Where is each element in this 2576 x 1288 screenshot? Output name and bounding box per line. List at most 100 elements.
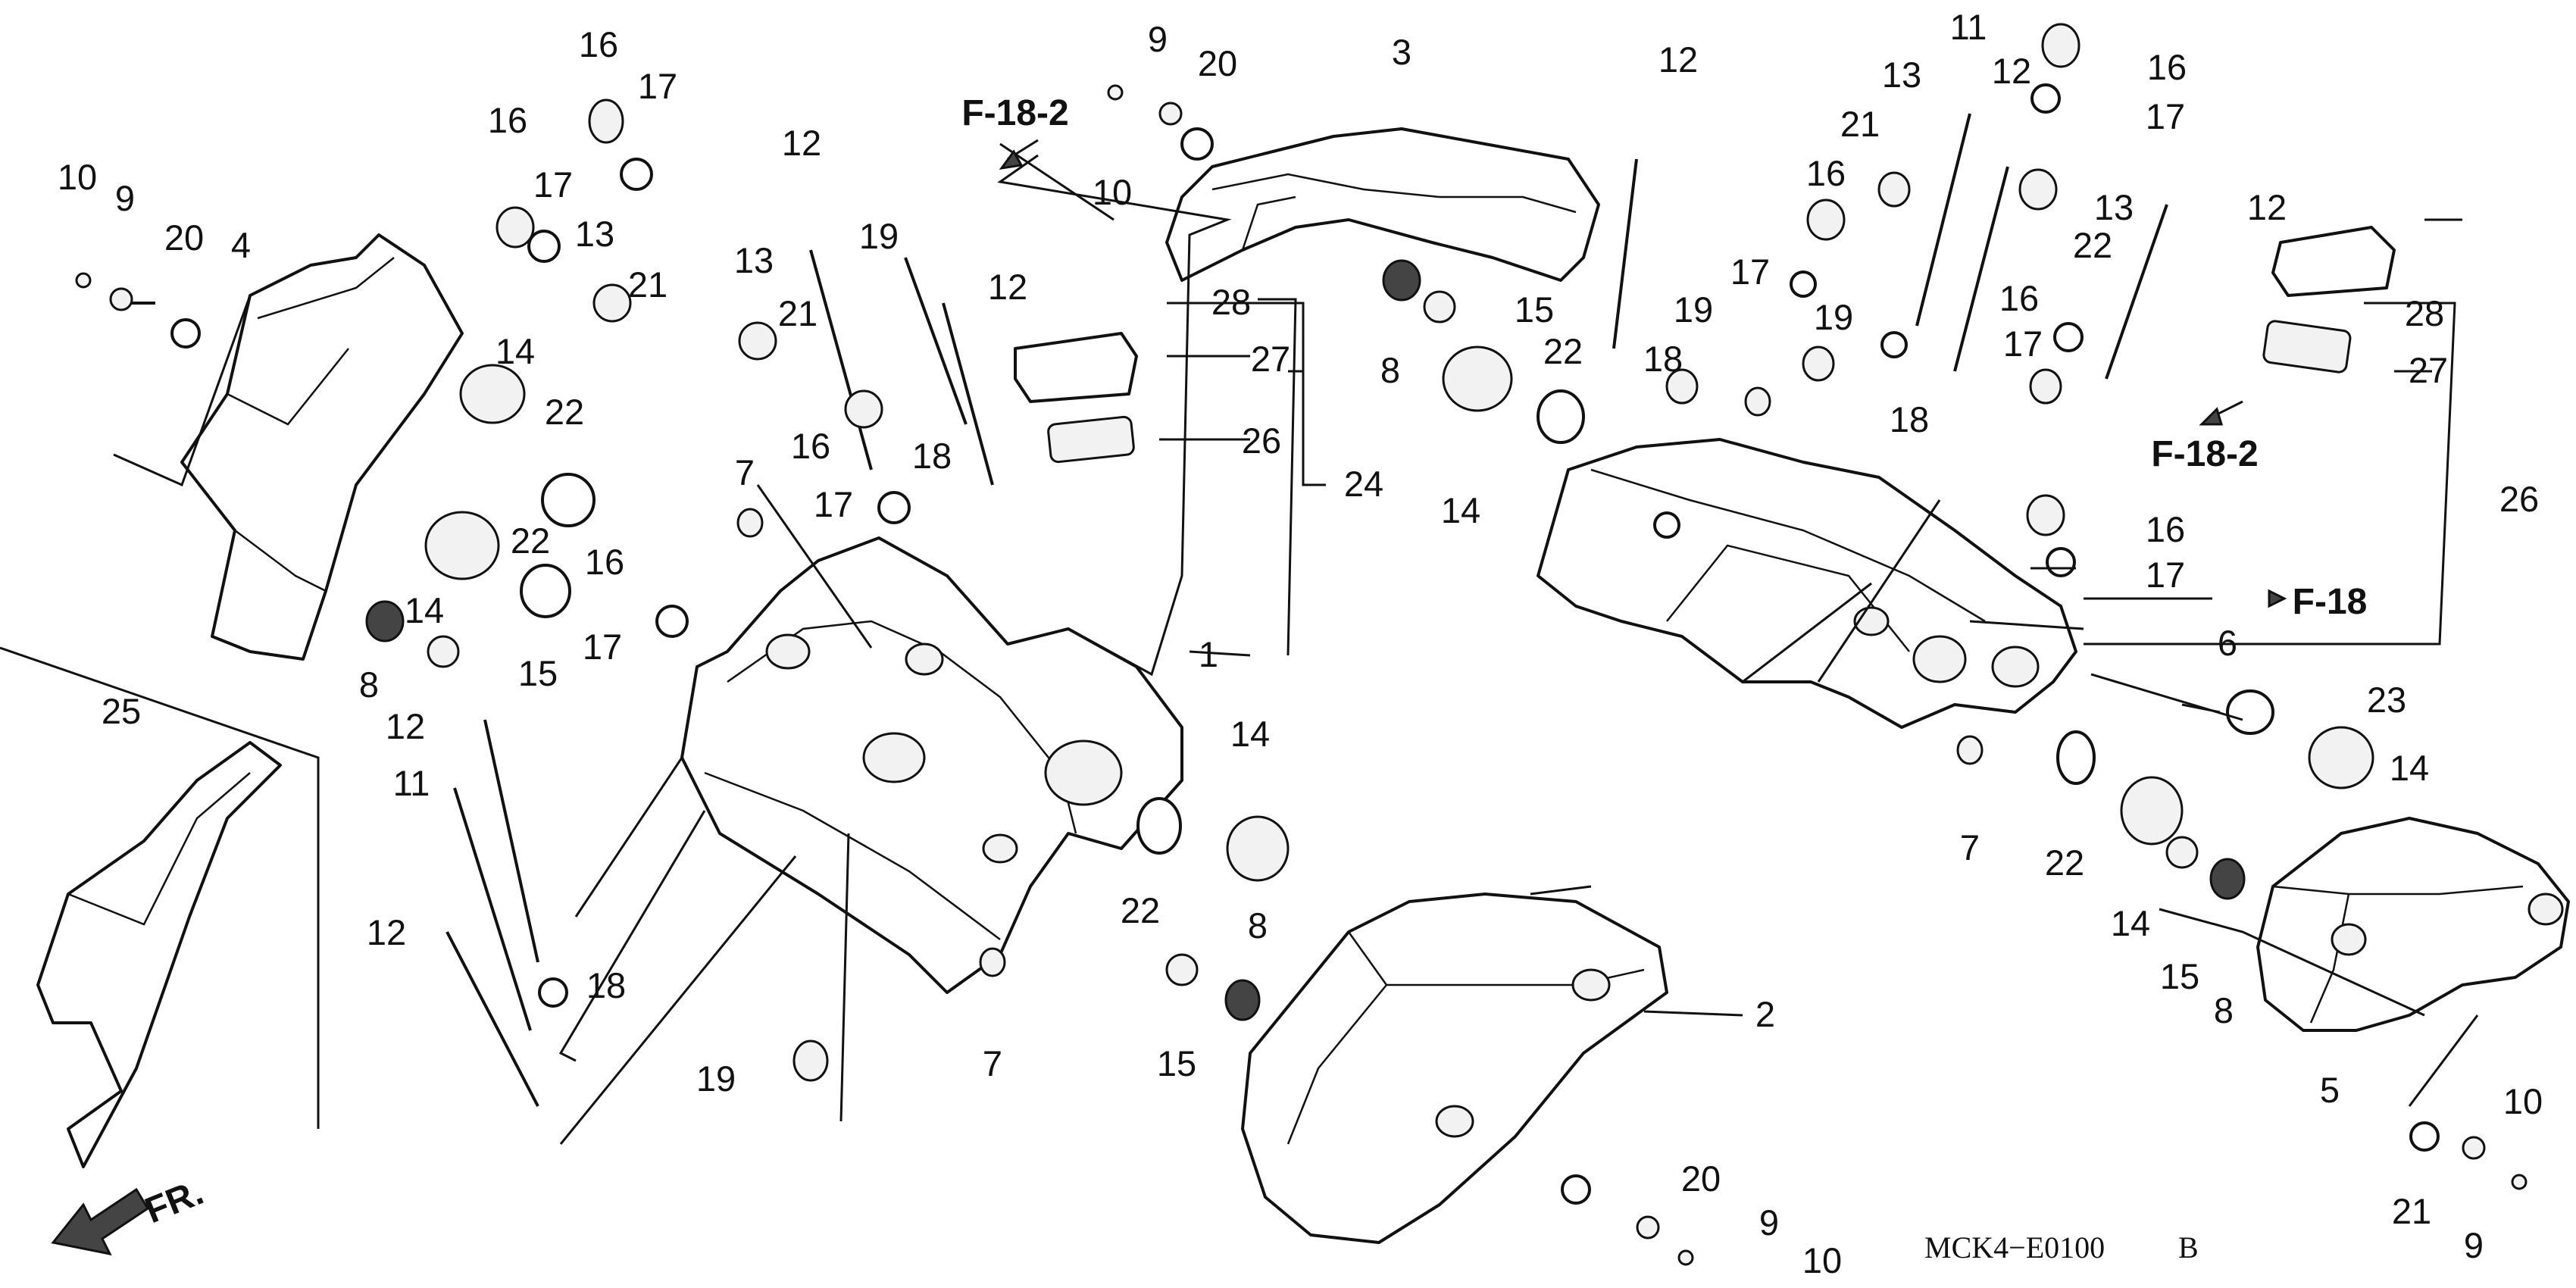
callout-19: 19 xyxy=(859,216,899,256)
callout-12: 12 xyxy=(782,123,821,163)
callout-15: 15 xyxy=(2160,956,2199,996)
callout-10: 10 xyxy=(1093,172,1132,212)
callout-16: 16 xyxy=(1999,278,2039,318)
callout-11: 11 xyxy=(393,763,430,803)
callout-17: 17 xyxy=(1730,252,1770,292)
leader-lines xyxy=(0,142,2479,1145)
callout-27: 27 xyxy=(1251,339,1290,379)
callout-18: 18 xyxy=(1890,399,1929,439)
callout-7: 7 xyxy=(983,1043,1002,1083)
callout-26: 27 xyxy=(2409,350,2448,390)
callout-14: 14 xyxy=(2390,748,2429,788)
callout-11: 11 xyxy=(1950,7,1987,47)
callout-7: 7 xyxy=(735,452,755,492)
part-code-suffix: B xyxy=(2178,1230,2199,1265)
cover-2-drawing xyxy=(1241,893,1668,1244)
callout-12: 12 xyxy=(2247,187,2287,227)
callout-22: 22 xyxy=(1543,331,1583,371)
callout-15: 15 xyxy=(1515,289,1554,330)
callout-28: 28 xyxy=(1211,282,1251,322)
callout-20: 20 xyxy=(1198,43,1237,83)
callout-16: 16 xyxy=(579,24,618,64)
callout-13: 13 xyxy=(1882,55,1921,95)
callout-2: 2 xyxy=(1755,994,1775,1034)
callout-21: 22 xyxy=(2073,225,2112,265)
callout-8: 8 xyxy=(2214,990,2234,1030)
callout-16: 16 xyxy=(2147,47,2187,87)
arrow-icon xyxy=(2268,589,2287,608)
callout-10: 10 xyxy=(1802,1240,1842,1280)
callout-21: 21 xyxy=(778,293,818,333)
callout-26: 26 xyxy=(1242,420,1281,461)
callout-1: 1 xyxy=(1199,634,1218,674)
callout-14: 14 xyxy=(1230,714,1270,754)
callout-16: 16 xyxy=(488,100,527,140)
callout-13: 13 xyxy=(734,240,774,280)
callout-14: 14 xyxy=(2111,903,2150,943)
callout-15: 15 xyxy=(1157,1043,1196,1083)
callout-4: 4 xyxy=(231,225,251,265)
callout-10: 10 xyxy=(58,157,97,197)
guard-24-drawing xyxy=(36,741,282,1168)
cover-5-drawing xyxy=(2256,817,2570,1032)
callout-21: 21 xyxy=(1840,104,1880,144)
arrow-icon xyxy=(2199,407,2224,426)
callout-13: 13 xyxy=(2094,187,2134,227)
callout-5: 5 xyxy=(2320,1070,2340,1110)
callout-25: 26 xyxy=(2499,479,2539,519)
callout-21: 21 xyxy=(628,264,667,305)
callout-20: 20 xyxy=(1681,1158,1721,1199)
cover-4-drawing xyxy=(180,233,464,661)
callout-22: 22 xyxy=(2045,843,2084,883)
callout-27: 28 xyxy=(2405,293,2444,333)
callout-22: 22 xyxy=(511,521,550,561)
callout-18: 18 xyxy=(912,436,952,476)
callout-numbers: 1 2 3 4 5 6 7 7 7 8 8 8 8 9 9 9 9 10 10 … xyxy=(58,7,2543,1280)
callout-12: 12 xyxy=(1992,51,2031,91)
arrow-icon xyxy=(999,149,1024,170)
callout-17: 17 xyxy=(583,627,622,667)
callout-19: 19 xyxy=(1674,289,1713,330)
callout-17: 17 xyxy=(2146,96,2185,136)
front-label: FR. xyxy=(139,1172,209,1231)
head-cover-6-drawing xyxy=(1537,438,2077,729)
callout-9: 9 xyxy=(115,178,135,218)
callout-23: 24 xyxy=(1344,464,1383,504)
callout-22: 23 xyxy=(2367,680,2406,720)
callout-16: 16 xyxy=(1806,153,1846,193)
callout-10: 10 xyxy=(2503,1081,2543,1121)
drawing-code: MCK4−E0100 B xyxy=(1924,1230,2199,1265)
callout-20: 21 xyxy=(2392,1191,2431,1231)
callout-17: 17 xyxy=(638,66,677,106)
callout-9: 9 xyxy=(1148,19,1168,59)
callout-22: 22 xyxy=(1121,890,1160,930)
callout-8: 8 xyxy=(1248,905,1268,946)
callout-9: 9 xyxy=(1759,1202,1779,1243)
cover-3-drawing xyxy=(1165,127,1600,282)
callout-15: 15 xyxy=(518,653,558,693)
callout-12: 12 xyxy=(367,912,406,952)
callout-12: 12 xyxy=(988,267,1027,307)
callout-7: 7 xyxy=(1960,827,1980,868)
callout-17: 17 xyxy=(533,164,573,205)
front-direction-indicator: FR. xyxy=(51,1172,209,1256)
callout-17: 17 xyxy=(2146,555,2185,595)
ref-label-f-18-2: F-18-2 xyxy=(961,93,1068,133)
callout-14: 14 xyxy=(496,331,535,371)
callout-14: 14 xyxy=(405,590,444,630)
callout-19: 19 xyxy=(696,1058,736,1099)
part-drawings xyxy=(36,23,2570,1266)
callout-12: 12 xyxy=(386,706,425,746)
callout-22: 22 xyxy=(545,392,584,432)
callout-13: 13 xyxy=(575,214,614,254)
callout-8: 8 xyxy=(1380,350,1400,390)
callout-16: 16 xyxy=(585,542,624,582)
reference-labels: F-18-2 F-18-2 F-18 xyxy=(961,93,2367,622)
callout-8: 8 xyxy=(359,664,379,705)
callout-6: 6 xyxy=(2218,623,2237,663)
front-arrow-icon xyxy=(51,1187,150,1256)
callout-18: 18 xyxy=(1643,339,1683,379)
callout-12: 12 xyxy=(1658,39,1698,80)
